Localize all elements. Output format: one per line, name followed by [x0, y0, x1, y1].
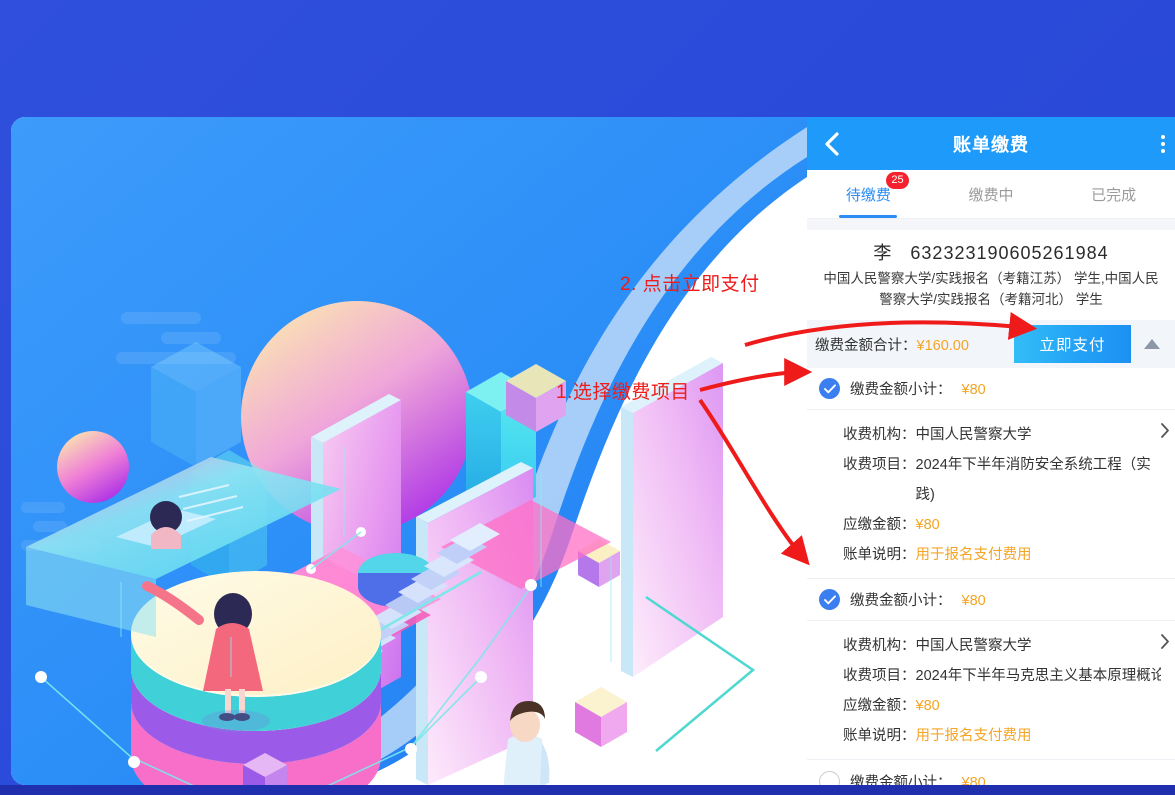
user-name: 李 — [873, 243, 893, 263]
chevron-right-glyph — [1161, 634, 1169, 649]
total-bar: 缴费金额合计：¥160.00 立即支付 — [807, 320, 1175, 368]
chevron-right-glyph — [1161, 423, 1169, 438]
bill-header[interactable]: 缴费金额小计： ¥80 — [807, 760, 1175, 785]
field-key: 应缴金额： — [843, 698, 916, 714]
tab-in-progress[interactable]: 缴费中 — [930, 170, 1053, 218]
bill-subtotal-label: 缴费金额小计： — [850, 382, 952, 398]
bill-field-row: 收费机构： 中国人民警察大学 — [807, 420, 1175, 450]
bill-field-row: 应缴金额： ¥80 — [807, 691, 1175, 721]
tab-completed[interactable]: 已完成 — [1052, 170, 1175, 218]
triangle-up-glyph — [1144, 339, 1160, 349]
bill-details: 收费机构： 中国人民警察大学 收费项目： 2024年下半年消防安全系统工程（实践… — [807, 410, 1175, 579]
bottom-bar — [0, 785, 1175, 795]
bill-subtotal: 缴费金额小计： ¥80 — [850, 378, 986, 399]
tab-completed-label: 已完成 — [1091, 186, 1137, 204]
tab-bar: 待缴费 25 缴费中 已完成 — [807, 170, 1175, 219]
chevron-left-glyph — [825, 131, 839, 156]
field-value: ¥80 — [915, 517, 940, 533]
chevron-right-icon[interactable] — [1160, 422, 1170, 444]
illustration-card — [11, 117, 807, 785]
bill-subtotal-amount: ¥80 — [961, 593, 986, 609]
bill-field-row: 收费机构： 中国人民警察大学 — [807, 631, 1175, 661]
user-id-number: 632323190605261984 — [910, 243, 1109, 263]
tab-pending[interactable]: 待缴费 25 — [807, 170, 930, 218]
check-glyph — [823, 383, 836, 393]
total-label: 缴费金额合计：¥160.00 — [815, 334, 969, 355]
field-value: 2024年下半年消防安全系统工程（实践) — [915, 457, 1151, 503]
user-name-row: 李 632323190605261984 — [817, 239, 1165, 265]
bill-subtotal: 缴费金额小计： ¥80 — [850, 589, 986, 610]
field-key: 账单说明： — [843, 728, 916, 744]
isometric-illustration — [11, 117, 807, 785]
bill-item: 缴费金额小计： ¥80 收费机构： 中国人民警察大学 收费项目： 2024年下半年… — [807, 368, 1175, 579]
section-divider — [807, 219, 1175, 230]
field-value: 用于报名支付费用 — [915, 728, 1032, 744]
user-organization: 中国人民警察大学/实践报名（考籍江苏） 学生,中国人民警察大学/实践报名（考籍河… — [823, 271, 1159, 307]
total-label-text: 缴费金额合计： — [815, 337, 917, 354]
checkbox-unchecked-icon[interactable] — [819, 770, 840, 785]
status-badge: 25 — [886, 172, 909, 189]
checkbox-checked-icon[interactable] — [819, 589, 840, 610]
bill-field-row: 收费项目： 2024年下半年马克思主义基本原理概论 — [807, 661, 1175, 691]
more-vertical-icon[interactable] — [1161, 134, 1165, 153]
bill-subtotal-amount: ¥80 — [961, 382, 986, 398]
field-value: 中国人民警察大学 — [915, 427, 1032, 443]
field-value: 2024年下半年马克思主义基本原理概论 — [915, 668, 1162, 684]
bill-field-row: 收费项目： 2024年下半年消防安全系统工程（实践) — [807, 450, 1175, 510]
user-info: 李 632323190605261984 中国人民警察大学/实践报名（考籍江苏）… — [807, 230, 1175, 320]
chevron-right-icon[interactable] — [1160, 633, 1170, 655]
bill-subtotal: 缴费金额小计： ¥80 — [850, 771, 986, 786]
total-amount: ¥160.00 — [916, 337, 969, 354]
tab-in-progress-label: 缴费中 — [968, 186, 1014, 204]
field-value: ¥80 — [915, 698, 940, 714]
field-key: 收费项目： — [843, 668, 916, 684]
field-key: 收费机构： — [843, 638, 916, 654]
triangle-up-icon[interactable] — [1139, 338, 1165, 350]
bill-header[interactable]: 缴费金额小计： ¥80 — [807, 579, 1175, 621]
field-key: 收费项目： — [843, 457, 916, 473]
mobile-app-panel: 账单缴费 待缴费 25 缴费中 已完成 李 632323190605261984… — [807, 117, 1175, 785]
check-glyph — [823, 594, 836, 604]
tab-pending-label: 待缴费 — [845, 186, 891, 204]
bill-details: 收费机构： 中国人民警察大学 收费项目： 2024年下半年马克思主义基本原理概论… — [807, 621, 1175, 760]
bill-subtotal-label: 缴费金额小计： — [850, 593, 952, 609]
annotation-step-2: 2. 点击立即支付 — [620, 274, 760, 295]
bill-field-row: 账单说明： 用于报名支付费用 — [807, 721, 1175, 751]
bill-item: 缴费金额小计： ¥80 收费机构： 中国人民警察大学 收费项目： 2024年下半年… — [807, 579, 1175, 760]
chevron-left-icon[interactable] — [819, 131, 845, 157]
field-value: 用于报名支付费用 — [915, 547, 1032, 563]
bill-field-row: 账单说明： 用于报名支付费用 — [807, 540, 1175, 570]
checkbox-checked-icon[interactable] — [819, 378, 840, 399]
pay-now-button[interactable]: 立即支付 — [1014, 325, 1131, 363]
app-header: 账单缴费 — [807, 117, 1175, 170]
bill-field-row: 应缴金额： ¥80 — [807, 510, 1175, 540]
bill-subtotal-label: 缴费金额小计： — [850, 774, 952, 786]
field-key: 账单说明： — [843, 547, 916, 563]
field-key: 收费机构： — [843, 427, 916, 443]
bill-item: 缴费金额小计： ¥80 — [807, 760, 1175, 785]
field-key: 应缴金额： — [843, 517, 916, 533]
annotation-step-1: 1.选择缴费项目 — [556, 382, 690, 403]
field-value: 中国人民警察大学 — [915, 638, 1032, 654]
bill-header[interactable]: 缴费金额小计： ¥80 — [807, 368, 1175, 410]
bill-subtotal-amount: ¥80 — [961, 774, 986, 786]
page-title: 账单缴费 — [953, 134, 1029, 155]
